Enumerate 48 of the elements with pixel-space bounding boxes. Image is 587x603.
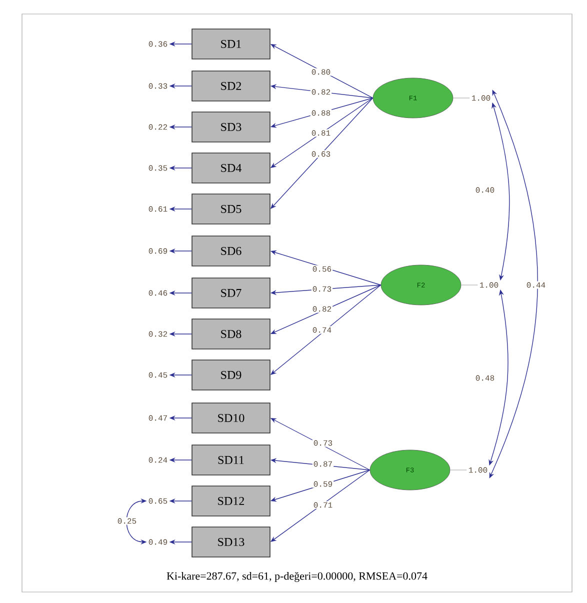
factor-variance-label: 1.00 [480, 282, 498, 288]
edge-label: 0.44 [525, 281, 547, 289]
measured-variable-box: SD8 [192, 318, 270, 350]
measured-variable-box: SD7 [192, 278, 270, 308]
measured-variable-box: SD12 [192, 486, 270, 516]
caption: Ki-kare=287.67, sd=61, p-değeri=0.00000, RMSEA=0.074 [166, 572, 428, 582]
error-variance-label: 0.33 [148, 83, 168, 89]
edge-label: 0.88 [310, 109, 332, 117]
edge-label: 0.73 [311, 285, 333, 293]
error-variance-label: 0.69 [148, 248, 168, 254]
edge-label: 0.59 [312, 480, 334, 488]
error-variance-label: 0.45 [148, 372, 168, 378]
edge-label: 0.80 [310, 68, 332, 76]
edge-label: 0.82 [311, 305, 333, 313]
variance-line [460, 284, 478, 286]
error-variance-label: 0.35 [148, 165, 168, 171]
measured-variable-box: SD13 [192, 526, 270, 558]
measured-variable-box: SD11 [192, 444, 270, 476]
error-variance-label: 0.32 [148, 331, 168, 337]
edge-label: 0.25 [116, 517, 138, 525]
edge-label: 0.40 [474, 186, 496, 194]
edge-label: 0.71 [312, 501, 334, 509]
error-variance-label: 0.61 [148, 206, 168, 212]
measured-variable-box: SD4 [192, 152, 270, 184]
measured-variable-box: SD1 [192, 28, 270, 60]
measured-variable-box: SD9 [192, 360, 270, 390]
measured-variable-box: SD5 [192, 194, 270, 224]
edge-label: 0.81 [310, 129, 332, 137]
edge-label: 0.87 [312, 460, 334, 468]
error-variance-label: 0.24 [148, 457, 168, 463]
edge-label: 0.82 [310, 88, 332, 96]
edge-label: 0.74 [311, 326, 333, 334]
error-variance-label: 0.65 [148, 498, 168, 504]
error-variance-label: 0.22 [148, 124, 168, 130]
error-variance-label: 0.36 [148, 41, 168, 47]
error-variance-label: 0.49 [148, 539, 168, 545]
measured-variable-box: SD10 [192, 402, 270, 434]
error-variance-label: 0.47 [148, 415, 167, 421]
measured-variable-box: SD2 [192, 70, 270, 102]
edge-label: 0.63 [310, 150, 332, 158]
factor-variance-label: 1.00 [468, 467, 488, 473]
factor-variance-label: 1.00 [472, 95, 490, 101]
edge-label: 0.56 [311, 265, 333, 273]
error-variance-label: 0.46 [148, 290, 168, 296]
edge-label: 0.73 [312, 439, 334, 447]
measured-variable-box: SD6 [192, 236, 270, 266]
edge-label: 0.48 [474, 374, 496, 382]
measured-variable-box: SD3 [192, 112, 270, 142]
